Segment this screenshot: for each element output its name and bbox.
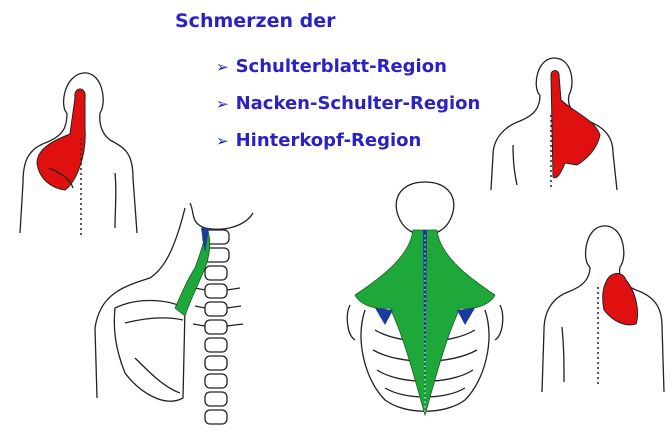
- region-list: ➢ Schulterblatt-Region ➢ Nacken-Schulter-R…: [216, 48, 480, 159]
- levator-scapulae-illustration: [94, 202, 254, 425]
- list-item: ➢ Hinterkopf-Region: [216, 122, 480, 159]
- pain-map-occipital: [541, 225, 665, 393]
- scapula: [113, 299, 186, 402]
- bullet-label: Hinterkopf-Region: [235, 130, 422, 151]
- arrow-bullet-icon: ➢: [216, 131, 229, 150]
- arrow-bullet-icon: ➢: [216, 94, 229, 113]
- bullet-label: Schulterblatt-Region: [235, 56, 447, 77]
- trapezius-illustration: [346, 181, 504, 417]
- head: [395, 181, 455, 236]
- bullet-label: Nacken-Schulter-Region: [235, 93, 481, 114]
- arrow-bullet-icon: ➢: [216, 57, 229, 76]
- slide-heading: Schmerzen der: [175, 10, 336, 32]
- levator-scapulae-muscle: [174, 227, 211, 317]
- pain-map-neck-shoulder: [490, 57, 618, 191]
- spine: [192, 229, 244, 425]
- pain-map-shoulder-blade-left: [19, 72, 138, 236]
- list-item: ➢ Schulterblatt-Region: [216, 48, 480, 85]
- list-item: ➢ Nacken-Schulter-Region: [216, 85, 480, 122]
